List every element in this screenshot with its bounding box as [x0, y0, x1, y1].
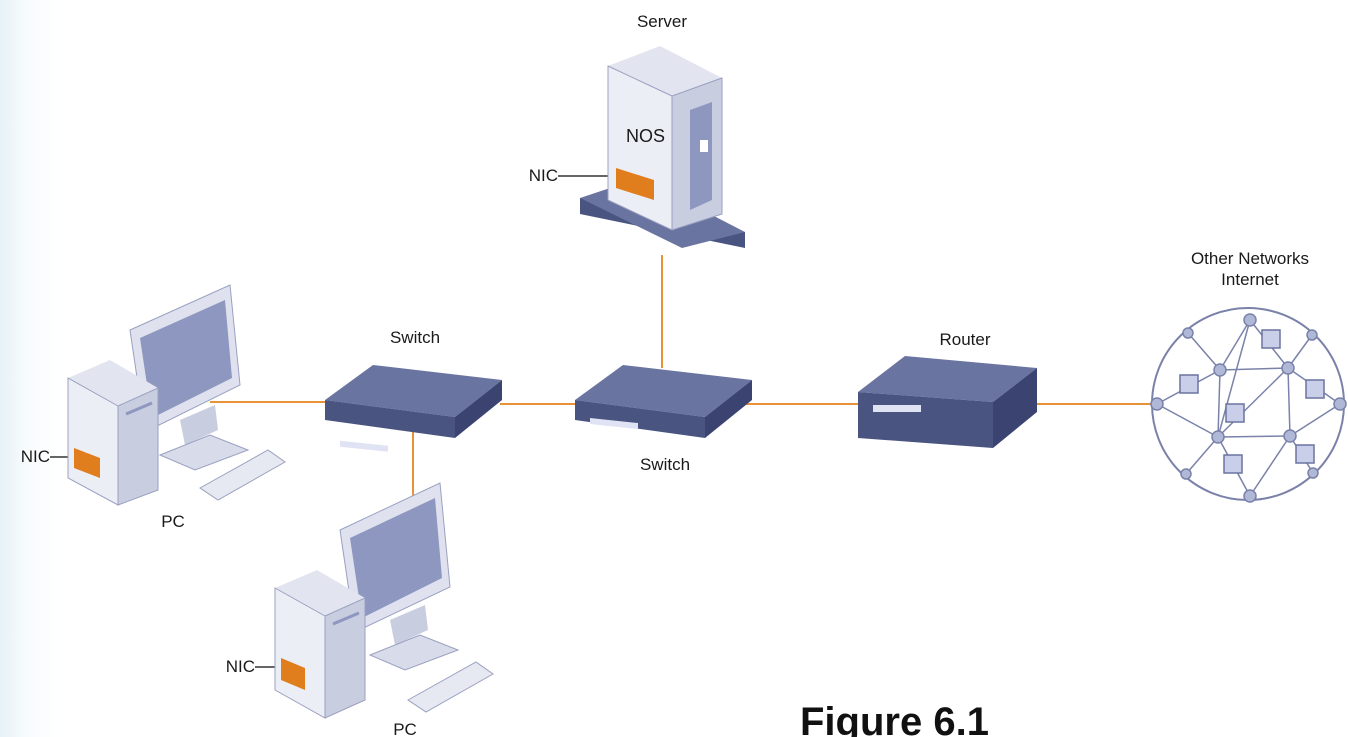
other-networks-label: Other Networks	[1190, 249, 1310, 268]
pc-left-label: PC	[161, 512, 185, 531]
switch-right-icon	[575, 365, 752, 438]
pc-bottom-icon	[274, 482, 494, 719]
network-links	[210, 255, 1155, 510]
nic-pc-bottom-label: NIC	[225, 657, 255, 676]
switch-right-label: Switch	[639, 455, 691, 474]
nic-server-label: NIC	[528, 166, 558, 185]
router-label: Router	[939, 330, 991, 349]
switch-left-icon	[325, 365, 502, 452]
switch-left-label: Switch	[389, 328, 441, 347]
internet-mesh-icon	[1150, 307, 1347, 503]
router-icon	[858, 356, 1037, 448]
pc-left-icon	[67, 284, 286, 506]
internet-text-label: Internet	[1221, 270, 1279, 289]
server-nic-card	[616, 168, 654, 200]
pc-bottom-label: PC	[393, 720, 417, 737]
nos-label: NOS	[626, 126, 666, 146]
pc-bottom-nic-card	[281, 658, 305, 690]
pc-left-nic-card	[74, 448, 100, 478]
figure-caption: Figure 6.1	[800, 700, 989, 737]
nic-pc-left-label: NIC	[20, 447, 50, 466]
internet-label: Other Networks Internet	[1191, 248, 1309, 290]
server-icon	[580, 46, 745, 248]
server-label: Server	[636, 12, 688, 31]
